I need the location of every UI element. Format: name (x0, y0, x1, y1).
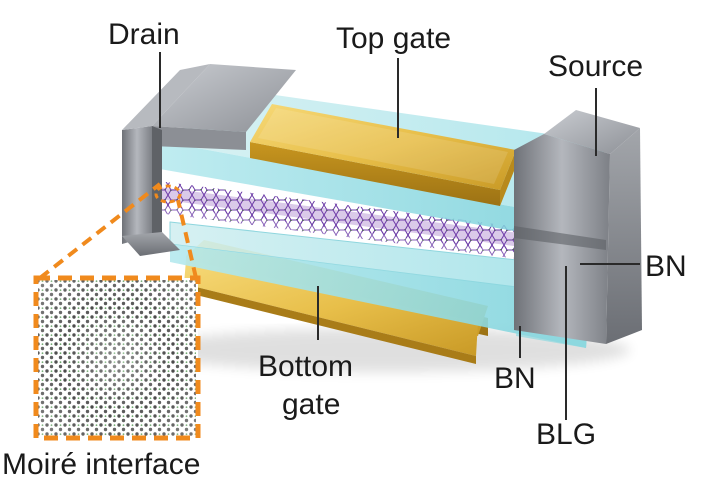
top-gate (250, 104, 516, 206)
moire-callout (33, 182, 201, 441)
moire-inset-shading (38, 280, 196, 436)
label-bn-upper: BN (645, 250, 687, 283)
label-bn-lower: BN (494, 362, 536, 395)
ground-shadow (150, 328, 630, 372)
moire-inset-frame (33, 275, 201, 441)
source-contact (514, 110, 642, 344)
label-moire-interface: Moiré interface (2, 448, 200, 481)
callout-origin-marker (154, 184, 182, 204)
label-bottom-gate-line1: Bottom (258, 350, 353, 383)
callout-line-right (176, 199, 198, 279)
callout-line-left (38, 182, 162, 280)
label-source: Source (548, 50, 643, 83)
label-blg: BLG (536, 418, 596, 451)
label-bottom-gate-line2: gate (282, 388, 340, 421)
blg-graphene-layer (150, 180, 590, 268)
label-top-gate: Top gate (336, 22, 451, 55)
drain-contact (122, 64, 296, 256)
label-drain: Drain (108, 18, 180, 51)
leader-lines (159, 52, 640, 420)
